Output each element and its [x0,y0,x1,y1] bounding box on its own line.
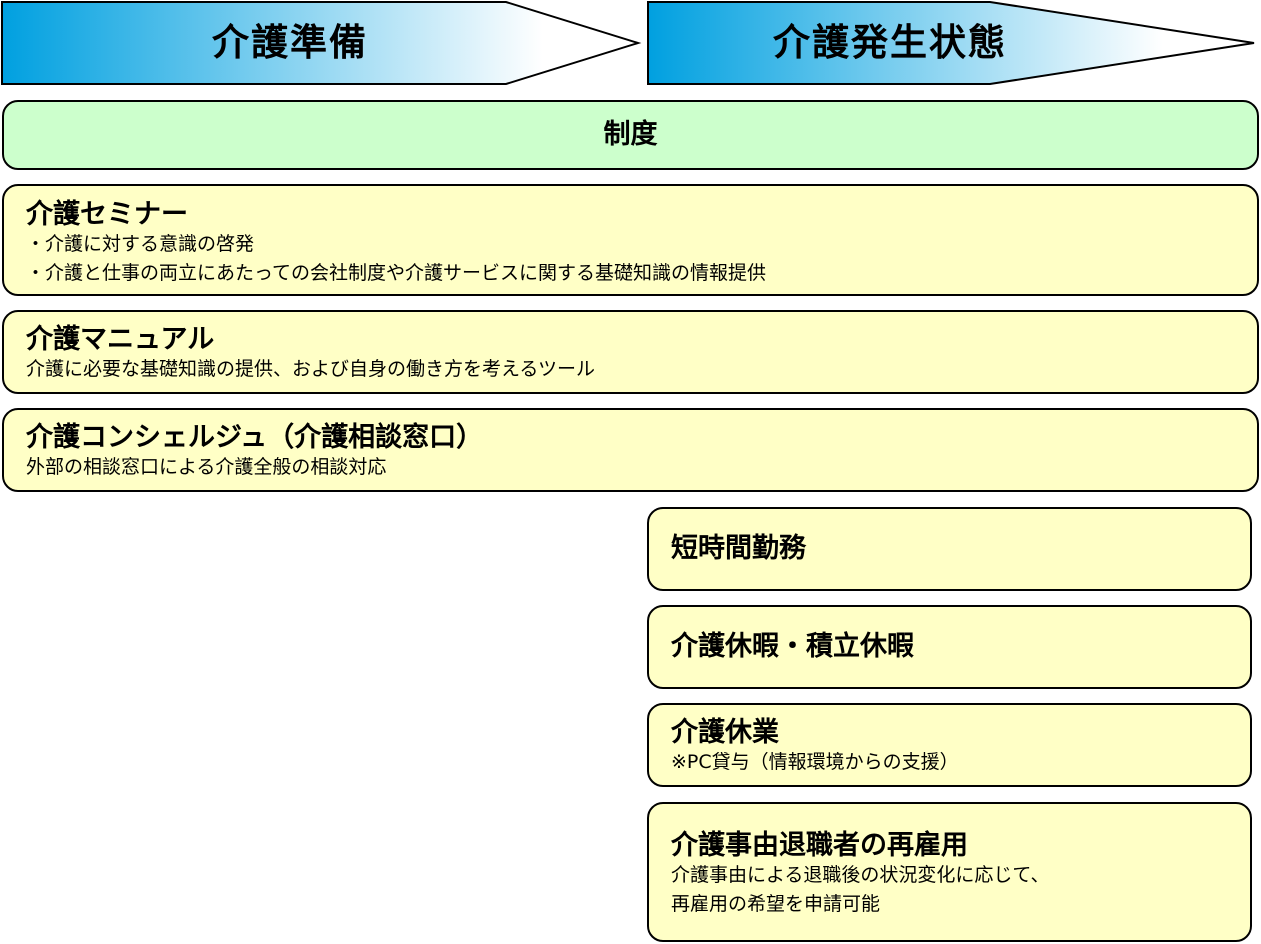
phase-arrow-preparation [1,1,642,85]
rehire-box: 介護事由退職者の再雇用 介護事由による退職後の状況変化に応じて、 再雇用の希望を… [647,802,1252,942]
system-header-label: 制度 [603,119,658,150]
manual-desc: 介護に必要な基礎知識の提供、および自身の働き方を考えるツール [26,358,596,381]
phase-arrows [1,0,1255,85]
concierge-box: 介護コンシェルジュ（介護相談窓口） 外部の相談窓口による介護全般の相談対応 [2,408,1259,492]
short-hours-title: 短時間勤務 [671,533,806,564]
seminar-box: 介護セミナー ・介護に対する意識の啓発 ・介護と仕事の両立にあたっての会社制度や… [2,184,1259,296]
leave-box: 介護休暇・積立休暇 [647,605,1252,689]
rehire-line-2: 再雇用の希望を申請可能 [671,892,881,915]
leave-title: 介護休暇・積立休暇 [671,631,914,662]
rehire-title: 介護事由退職者の再雇用 [671,830,968,861]
seminar-line-2: ・介護と仕事の両立にあたっての会社制度や介護サービスに関する基礎知識の情報提供 [26,261,767,284]
kaigo-kyugyo-desc: ※PC貸与（情報環境からの支援） [671,751,959,774]
concierge-title: 介護コンシェルジュ（介護相談窓口） [26,422,484,453]
system-header-box: 制度 [2,100,1259,170]
phase-arrow-occurrence [647,0,1255,85]
short-hours-box: 短時間勤務 [647,507,1252,591]
manual-box: 介護マニュアル 介護に必要な基礎知識の提供、および自身の働き方を考えるツール [2,310,1259,394]
phase-label-occurrence: 介護発生状態 [773,21,1007,64]
kaigo-kyugyo-title: 介護休業 [671,717,779,748]
phase-label-preparation: 介護準備 [212,21,368,64]
seminar-title: 介護セミナー [26,199,188,230]
kaigo-kyugyo-box: 介護休業 ※PC貸与（情報環境からの支援） [647,703,1252,787]
manual-title: 介護マニュアル [26,324,215,355]
seminar-line-1: ・介護に対する意識の啓発 [26,233,255,256]
concierge-desc: 外部の相談窓口による介護全般の相談対応 [26,456,387,479]
rehire-line-1: 介護事由による退職後の状況変化に応じて、 [671,864,1050,887]
